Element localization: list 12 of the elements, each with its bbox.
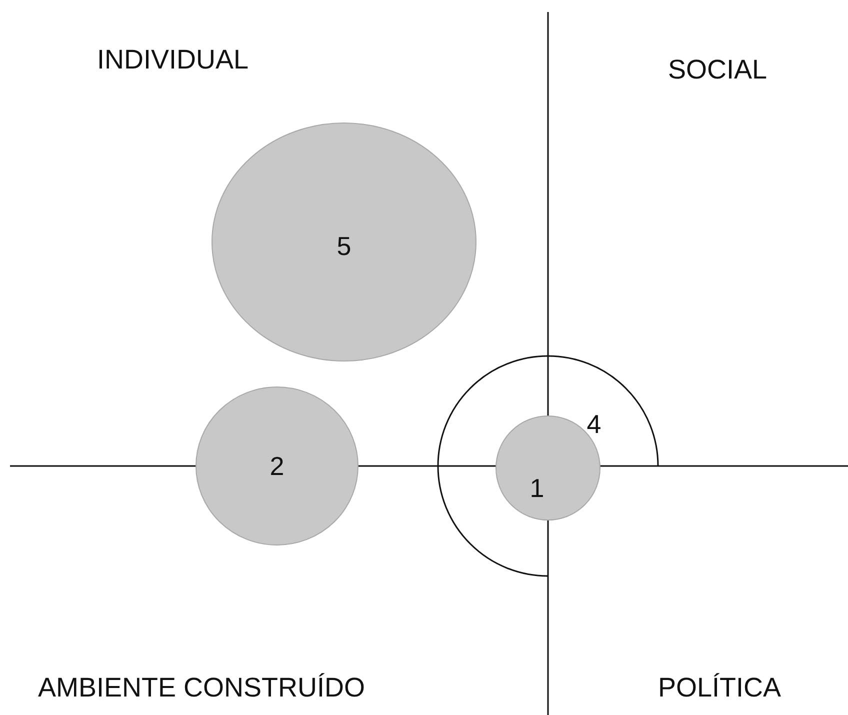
node-number: 4 [586,411,602,437]
quadrant-label: INDIVIDUAL [97,46,249,74]
node-number: 1 [530,475,544,501]
quadrant-label: SOCIAL [668,56,768,84]
circle [495,415,601,521]
quadrant-label: AMBIENTE CONSTRUÍDO [38,674,366,702]
quadrant-label: POLÍTICA [658,674,782,702]
circle [195,386,359,546]
node-number: 2 [270,453,284,479]
arc-shape [438,356,658,576]
circle [211,122,477,362]
node-number: 5 [336,233,352,259]
